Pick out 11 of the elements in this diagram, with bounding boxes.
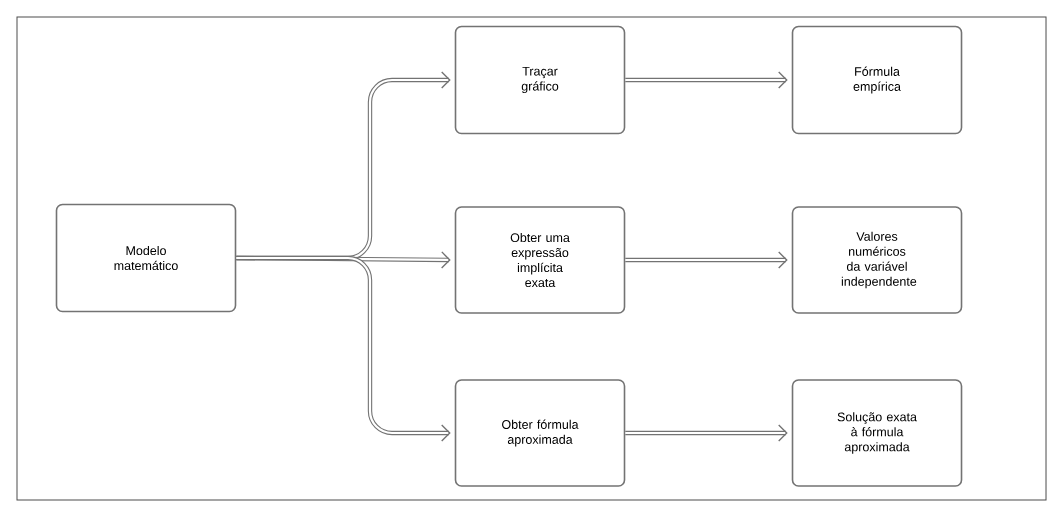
process-box: Obter fórmula aproximada <box>454 379 626 487</box>
arrow <box>625 251 788 269</box>
process-box: Obter uma expressão implícita exata <box>454 206 626 314</box>
process-box: Modelo matemático <box>55 203 237 313</box>
process-box: Valores numéricos da variável independente <box>791 206 963 314</box>
process-box: Solução exata à fórmula aproximada <box>791 379 963 487</box>
process-box: Fórmula empírica <box>791 25 963 135</box>
arrow <box>625 424 788 442</box>
process-box: Traçar gráfico <box>454 25 626 135</box>
arrow <box>236 255 451 442</box>
arrow <box>625 71 788 89</box>
